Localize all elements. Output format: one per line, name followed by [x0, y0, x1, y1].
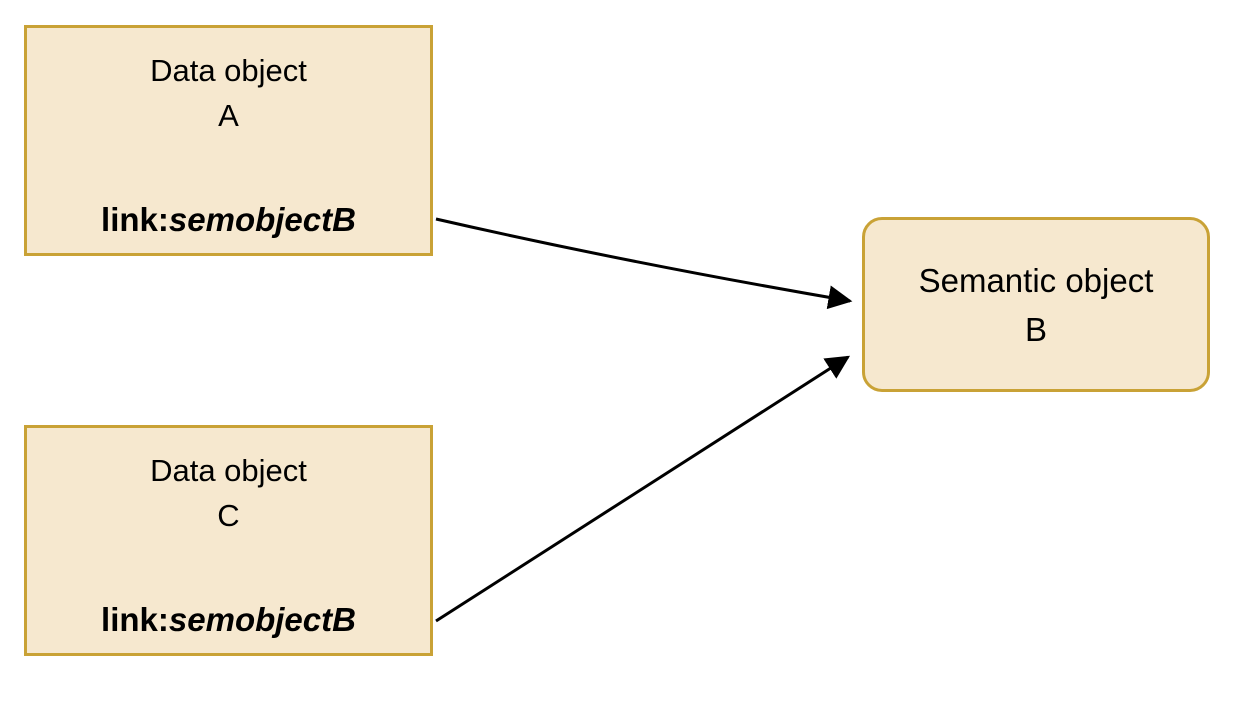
- link-prefix: link:: [101, 601, 169, 638]
- node-data-object-c-title: Data object C: [150, 448, 307, 538]
- node-semantic-object-b[interactable]: Semantic object B: [862, 217, 1210, 392]
- link-target: semobjectB: [168, 201, 356, 238]
- link-target: semobjectB: [168, 601, 356, 638]
- edge-data-c-to-semantic-b: [435, 355, 851, 623]
- node-title-line2: B: [1024, 310, 1047, 348]
- node-title-line1: Data object: [150, 453, 307, 488]
- node-title-line1: Semantic object: [918, 261, 1154, 299]
- node-data-object-c[interactable]: Data object C link:semobjectB: [24, 425, 433, 656]
- node-data-object-a[interactable]: Data object A link:semobjectB: [24, 25, 433, 256]
- node-semantic-object-b-title: Semantic object B: [919, 256, 1154, 354]
- edge-data-a-to-semantic-b: [435, 217, 853, 310]
- node-data-object-c-link-label: link:semobjectB: [101, 601, 356, 639]
- node-data-object-a-title: Data object A: [150, 48, 307, 138]
- link-prefix: link:: [101, 201, 169, 238]
- node-data-object-a-link-label: link:semobjectB: [101, 201, 356, 239]
- node-title-line2: C: [217, 498, 240, 533]
- node-title-line1: Data object: [150, 53, 307, 88]
- node-title-line2: A: [218, 98, 239, 133]
